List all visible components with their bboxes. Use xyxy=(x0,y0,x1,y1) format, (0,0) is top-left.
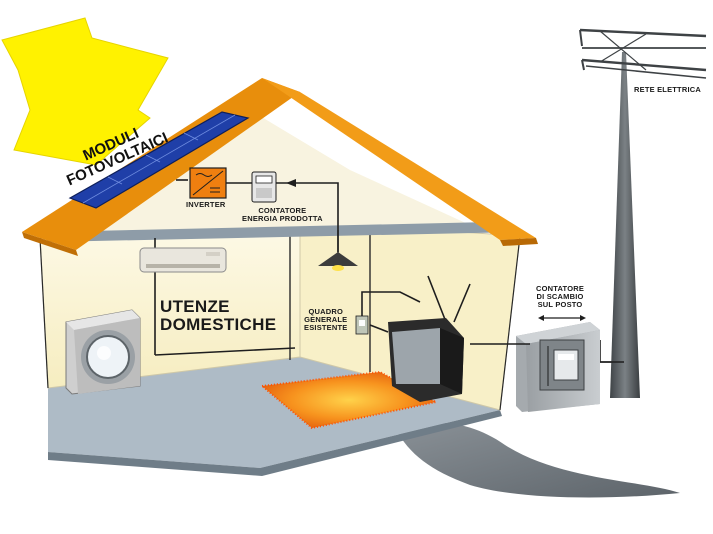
label-quadro-line1: QUADRO xyxy=(308,307,344,316)
double-arrow-icon xyxy=(538,315,586,321)
wiring xyxy=(154,179,612,363)
air-conditioner-icon xyxy=(139,247,227,273)
power-pylon-icon xyxy=(579,28,707,398)
label-utenze-line2: DOMESTICHE xyxy=(160,314,277,334)
label-utenze-domestiche: UTENZE DOMESTICHE xyxy=(160,298,276,334)
washing-machine-icon xyxy=(65,309,141,395)
label-contatore-prodotta: CONTATORE ENERGIA PRODOTTA xyxy=(242,207,323,223)
label-quadro-generale: QUADRO GENERALE ESISTENTE xyxy=(304,308,347,332)
label-contatore-scambio-line1: CONTATORE xyxy=(536,284,585,293)
ceiling-lamp-icon xyxy=(318,230,358,271)
attic-floor xyxy=(44,222,520,242)
label-quadro-line2: GENERALE xyxy=(304,314,348,324)
inverter-icon xyxy=(189,167,227,199)
label-contatore-prodotta-line2: ENERGIA PRODOTTA xyxy=(242,213,323,223)
label-rete-elettrica: RETE ELETTRICA xyxy=(634,85,701,94)
roof-left-edge xyxy=(22,232,78,256)
yellow-arrow-icon xyxy=(2,18,168,165)
label-contatore-prodotta-line1: CONTATORE xyxy=(258,206,307,215)
label-contatore-scambio-line2: DI SCAMBIO xyxy=(536,291,584,301)
label-contatore-scambio-line3: SUL POSTO xyxy=(537,299,583,309)
roof-right xyxy=(262,78,536,240)
label-inverter: INVERTER xyxy=(186,200,226,209)
label-quadro-line3: ESISTENTE xyxy=(304,322,348,332)
roof-right-edge xyxy=(500,238,538,246)
attic-wall xyxy=(60,110,470,232)
label-contatore-scambio: CONTATORE DI SCAMBIO SUL POSTO xyxy=(536,285,584,309)
solar-panel-icon xyxy=(68,111,250,209)
ground-shadow xyxy=(395,422,680,498)
meter-icon xyxy=(251,171,277,203)
label-utenze-line1: UTENZE xyxy=(160,297,230,316)
television-icon xyxy=(388,275,471,402)
distribution-board-icon xyxy=(355,315,369,335)
exchange-meter-icon xyxy=(506,322,600,412)
